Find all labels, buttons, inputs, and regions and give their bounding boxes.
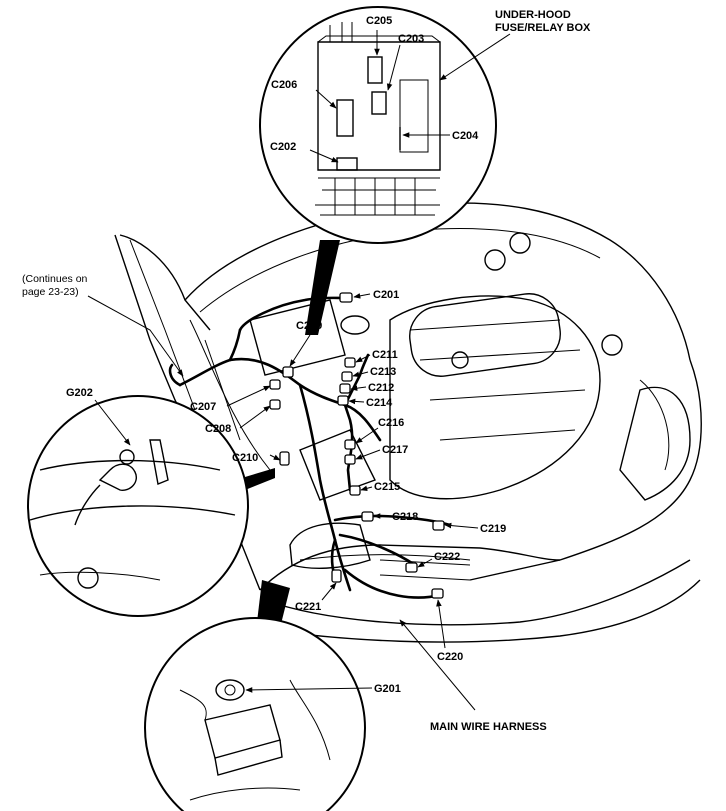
label-c218: C218 <box>392 511 418 523</box>
leader-lines <box>87 30 511 711</box>
label-c208: C208 <box>205 423 231 435</box>
connector-c222 <box>405 562 418 573</box>
label-c222: C222 <box>434 551 460 563</box>
connector-c215 <box>349 485 361 496</box>
car-body-drawing <box>114 202 702 643</box>
fuse-box-slot-c206 <box>336 99 354 137</box>
label-c206: C206 <box>271 79 297 91</box>
label-c209: C209 <box>296 320 322 332</box>
label-c215: C215 <box>374 481 400 493</box>
connector-c212 <box>339 383 351 394</box>
label-c203: C203 <box>398 33 424 45</box>
connector-c210 <box>279 451 290 466</box>
label-g201: G201 <box>374 683 401 695</box>
label-c220: C220 <box>437 651 463 663</box>
g202-detail-bubble <box>27 395 275 617</box>
label-c214: C214 <box>366 397 393 409</box>
label-c204: C204 <box>452 130 479 142</box>
label-c221: C221 <box>295 601 321 613</box>
label-c217: C217 <box>382 444 408 456</box>
connector-c214 <box>337 395 349 406</box>
fuse-box-slot-c202 <box>336 157 358 171</box>
g201-detail-bubble <box>144 580 366 811</box>
connector-c213 <box>341 371 353 382</box>
label-continues-line2: page 23-23) <box>22 286 79 298</box>
label-c212: C212 <box>368 382 394 394</box>
connector-c207 <box>269 379 281 390</box>
connector-c216 <box>344 439 356 450</box>
labels: UNDER-HOOD FUSE/RELAY BOX C205 C203 C206… <box>22 9 591 733</box>
main-wire-harness <box>168 296 452 599</box>
connector-c217 <box>344 454 356 465</box>
label-c216: C216 <box>378 417 404 429</box>
label-c211: C211 <box>372 349 398 361</box>
harness-connectors <box>269 292 445 599</box>
connector-c211 <box>344 357 356 368</box>
fuse-box-slot-c205 <box>367 56 383 84</box>
connector-c208 <box>269 399 281 410</box>
label-c202: C202 <box>270 141 296 153</box>
connector-c220 <box>431 588 444 599</box>
label-fuse-box-line2: FUSE/RELAY BOX <box>495 22 591 34</box>
connector-c221 <box>331 569 342 583</box>
label-c210: C210 <box>232 452 258 464</box>
fuse-box-slot-c203 <box>371 91 387 115</box>
label-c205: C205 <box>366 15 392 27</box>
label-c207: C207 <box>190 401 216 413</box>
label-continues-line1: (Continues on <box>22 273 88 285</box>
fuse-box-detail-bubble <box>259 6 497 335</box>
label-g202: G202 <box>66 387 93 399</box>
connector-c201 <box>339 292 353 303</box>
connector-c219 <box>432 520 445 531</box>
connector-c209 <box>282 366 294 378</box>
label-c201: C201 <box>373 289 399 301</box>
connector-c218 <box>361 511 374 522</box>
label-c219: C219 <box>480 523 506 535</box>
label-main-wire-harness: MAIN WIRE HARNESS <box>430 721 547 733</box>
label-fuse-box-line1: UNDER-HOOD <box>495 9 571 21</box>
label-c213: C213 <box>370 366 396 378</box>
